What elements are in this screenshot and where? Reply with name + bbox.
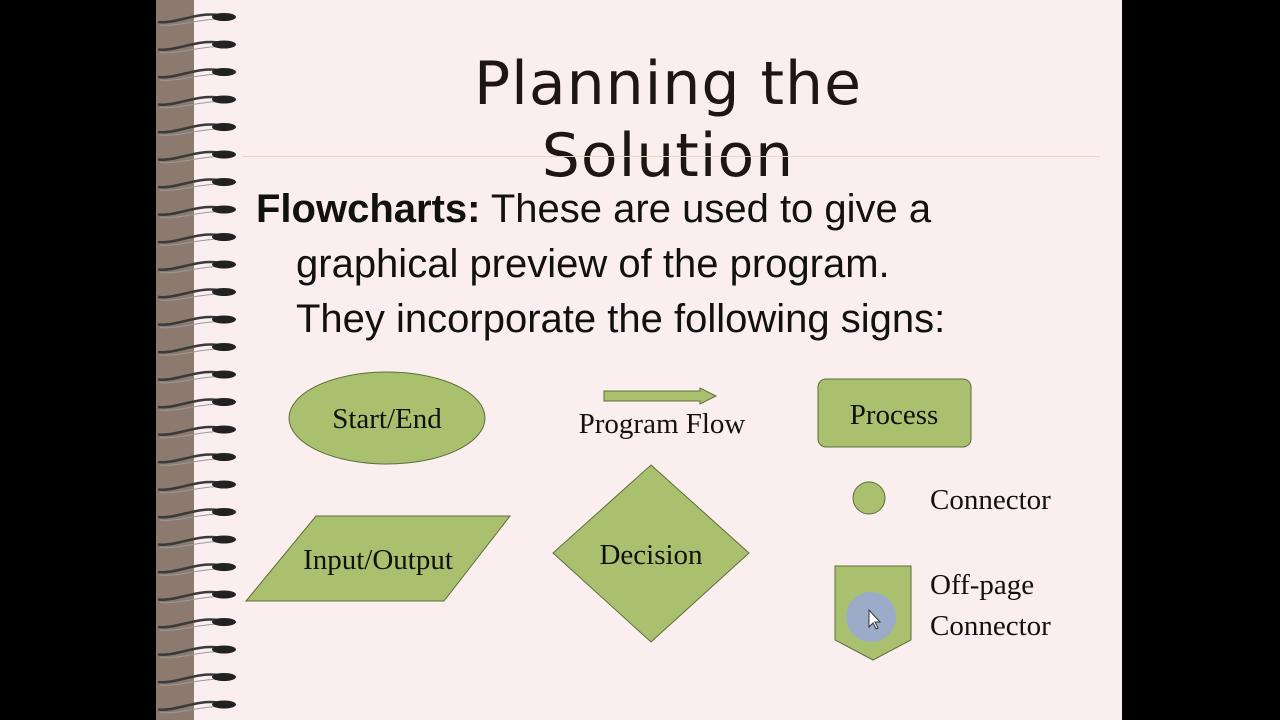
- spiral-ring: [157, 563, 236, 576]
- spiral-ring: [157, 13, 236, 26]
- spiral-ring: [157, 508, 236, 521]
- decision-symbol: Decision: [552, 464, 750, 643]
- spiral-ring: [157, 150, 236, 164]
- spiral-ring: [157, 700, 236, 714]
- body-line-1: These are used to give a: [490, 187, 932, 231]
- spiral-ring: [157, 425, 236, 439]
- spiral-ring: [157, 480, 236, 494]
- spiral-ring: [157, 343, 236, 356]
- terminal-ellipse: [288, 371, 486, 465]
- body-paragraph: Flowcharts: These are used to give a gra…: [256, 182, 1096, 347]
- spiral-ring: [157, 178, 236, 191]
- connector-circle: [852, 481, 886, 515]
- connector-label: Connector: [930, 484, 1051, 516]
- io-parallelogram: [244, 515, 512, 602]
- spiral-ring: [157, 260, 236, 274]
- flow-arrow-symbol: [603, 387, 718, 405]
- spiral-ring: [157, 123, 236, 136]
- term-flowcharts: Flowcharts:: [256, 187, 481, 231]
- spiral-ring: [157, 453, 236, 466]
- spiral-ring: [157, 618, 236, 631]
- spiral-ring: [157, 590, 236, 604]
- spiral-ring: [157, 398, 236, 411]
- flowchart-symbols: Start/End Program Flow Process Input/Out…: [244, 371, 972, 661]
- spiral-ring: [157, 205, 236, 219]
- spiral-ring: [157, 233, 236, 246]
- spiral-ring: [157, 370, 236, 384]
- spiral-rings: [157, 13, 236, 714]
- connector-symbol: [852, 481, 886, 515]
- spiral-ring: [157, 535, 236, 549]
- terminal-label: Start/End: [332, 403, 442, 435]
- spiral-ring: [157, 315, 236, 329]
- offpage-label-line-2: Connector: [930, 610, 1051, 642]
- io-label: Input/Output: [303, 544, 453, 576]
- title-divider: [242, 156, 1100, 157]
- spiral-ring: [157, 40, 236, 54]
- process-rect: [817, 378, 972, 448]
- flow-arrow-icon: [603, 387, 718, 405]
- offpage-label-line-1: Off-page: [930, 569, 1035, 601]
- spiral-ring: [157, 68, 236, 81]
- flow-label: Program Flow: [579, 408, 746, 440]
- spiral-ring: [157, 288, 236, 301]
- io-symbol: Input/Output: [244, 515, 512, 602]
- spiral-ring: [157, 95, 236, 109]
- process-label: Process: [850, 399, 939, 431]
- body-line-2: graphical preview of the program.: [296, 242, 890, 286]
- terminal-symbol: Start/End: [288, 371, 486, 465]
- offpage-connector-symbol: [834, 565, 912, 661]
- spiral-ring: [157, 673, 236, 686]
- process-symbol: Process: [817, 378, 972, 448]
- slide: Planning the Solution Flowcharts: These …: [156, 0, 1122, 720]
- mouse-cursor-icon: [868, 608, 882, 630]
- spiral-ring: [157, 645, 236, 659]
- body-line-3: They incorporate the following signs:: [296, 297, 946, 341]
- decision-label: Decision: [599, 539, 703, 571]
- decision-diamond: [552, 464, 750, 643]
